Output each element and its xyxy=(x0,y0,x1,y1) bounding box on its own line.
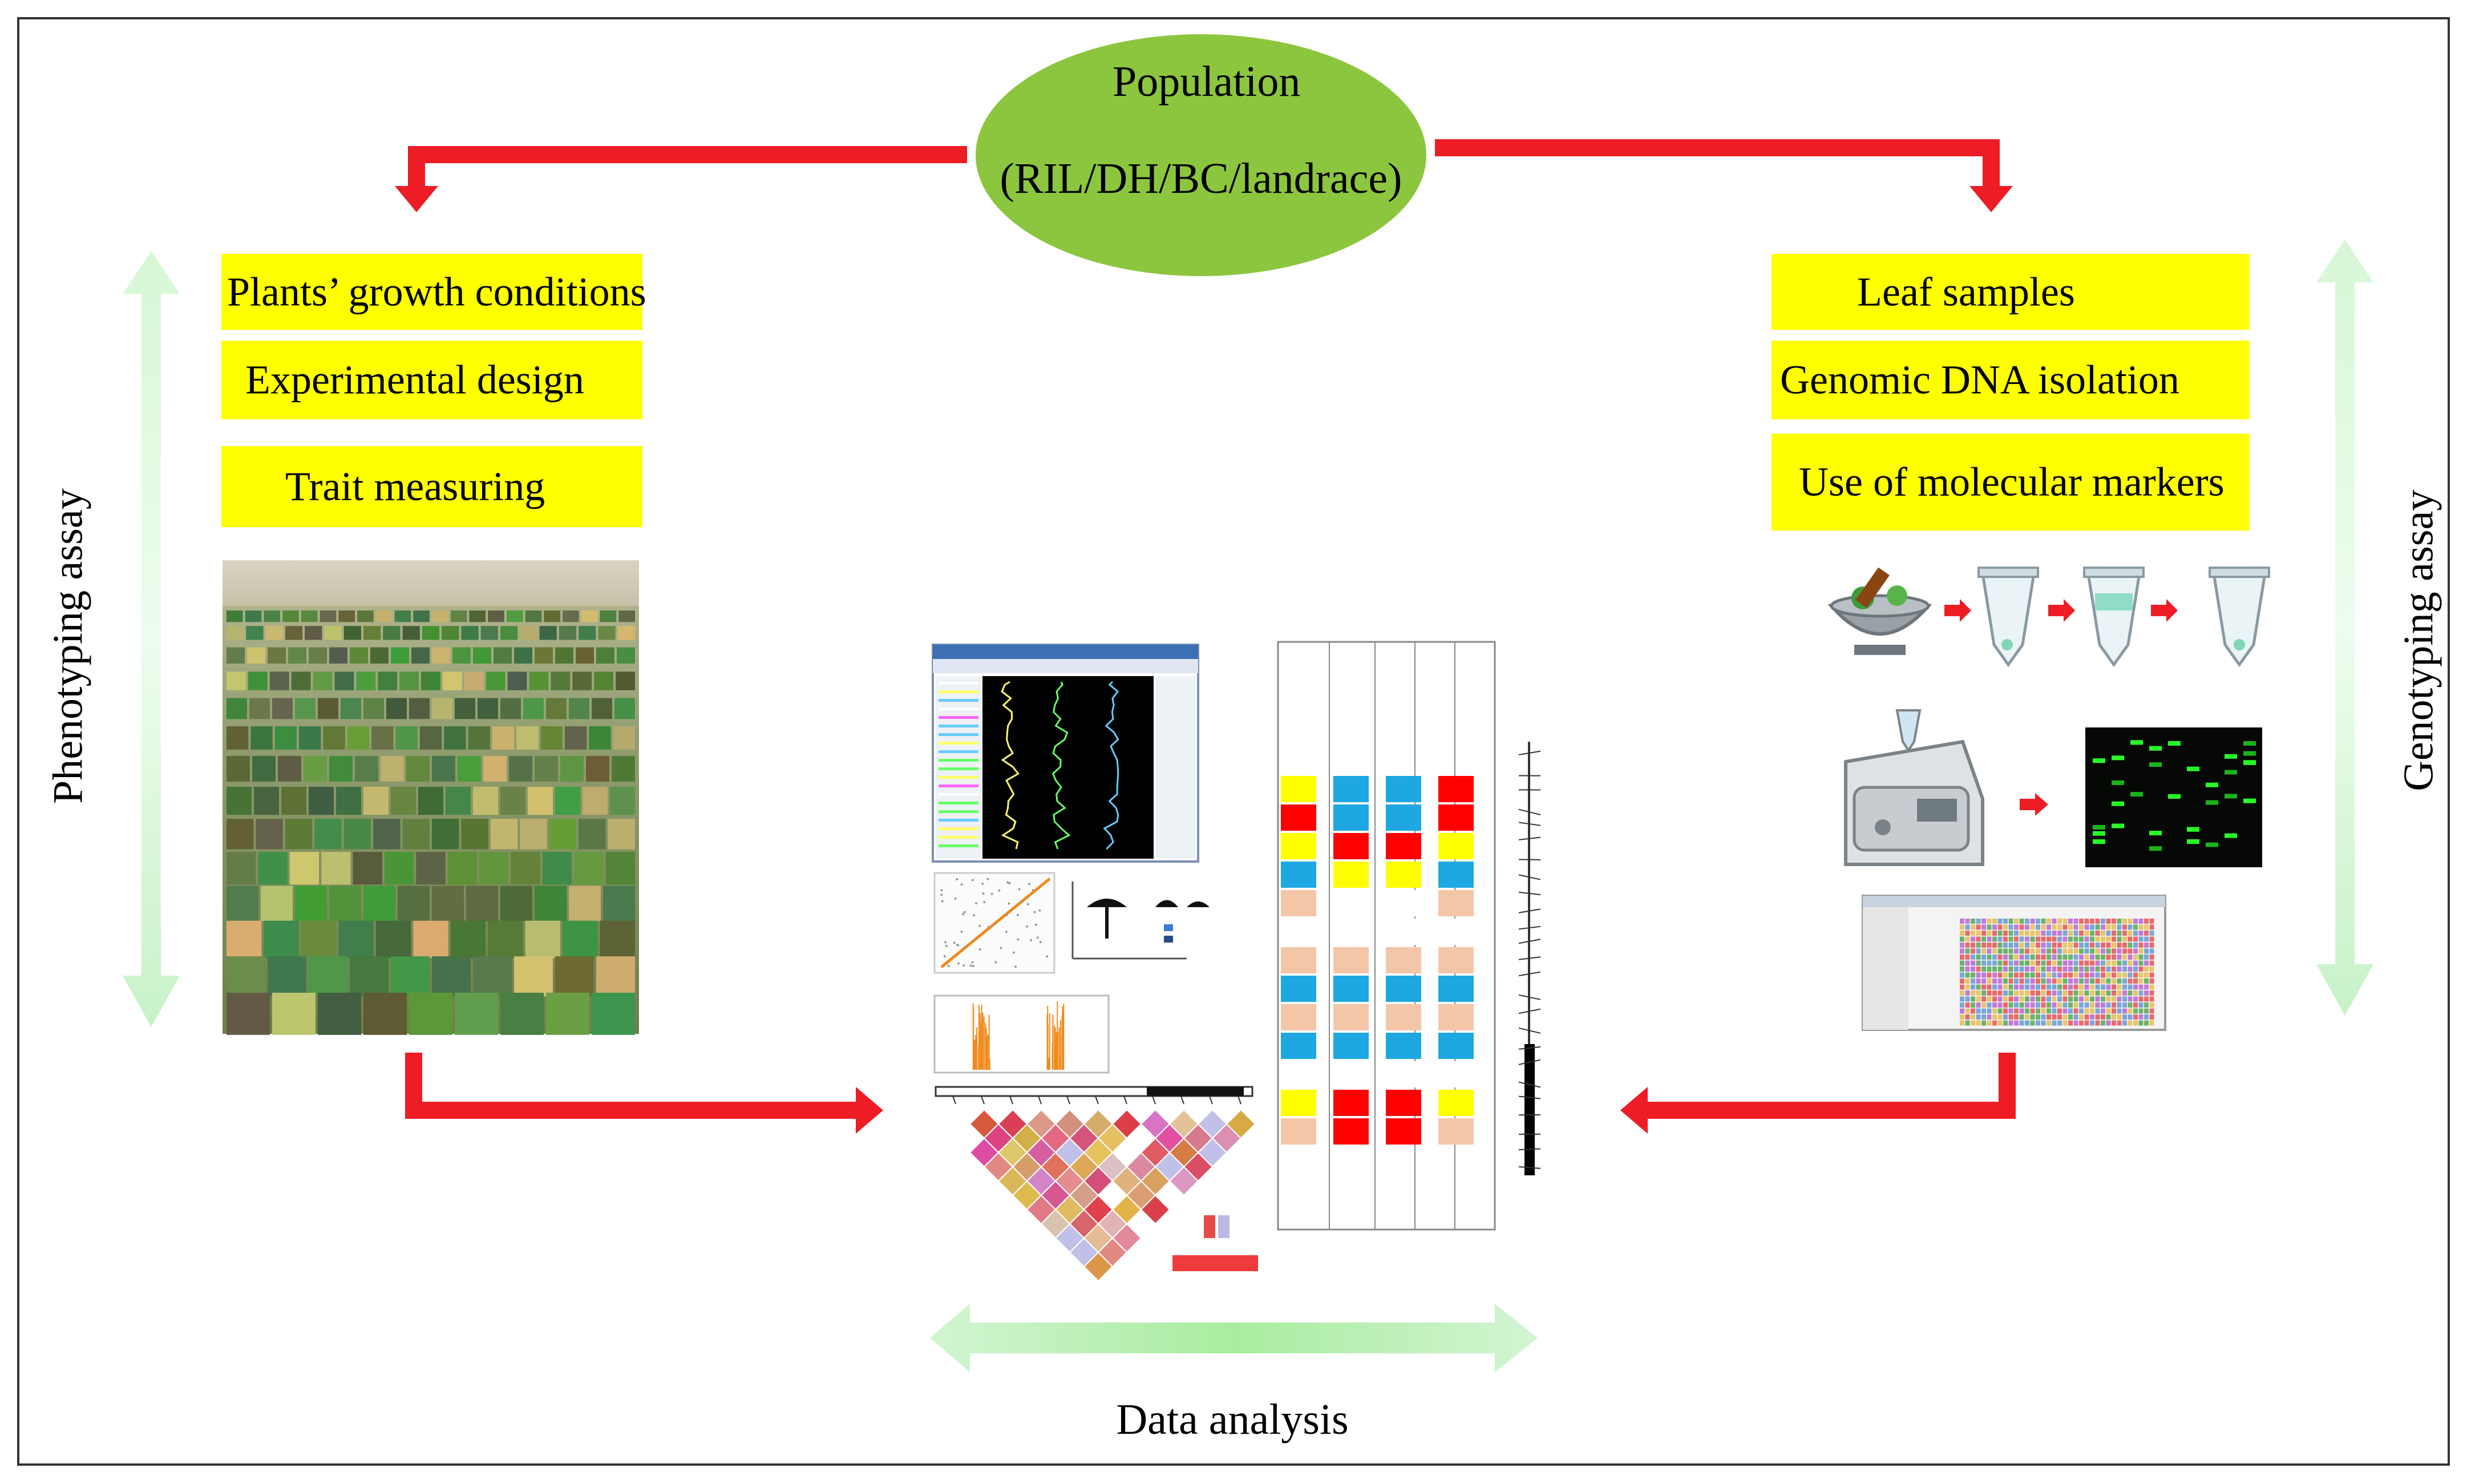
arrow-population-to-genotyping xyxy=(1435,139,2013,212)
genotyping-step-2-label: Genomic DNA isolation xyxy=(1780,357,2179,403)
genotyping-step-3-label: Use of molecular markers xyxy=(1799,459,2225,505)
pcr-machine-illustration xyxy=(1844,709,2048,866)
analysis-software-screenshot xyxy=(932,644,1199,863)
outer-frame xyxy=(17,17,2450,1466)
arrow-genotyping-to-analysis xyxy=(1620,1053,2016,1134)
data-analysis-label: Data analysis xyxy=(1116,1396,1349,1443)
phenotyping-double-arrow xyxy=(123,251,180,1027)
phenotyping-assay-label: Phenotyping assay xyxy=(45,488,92,804)
phenotyping-step-3: Trait measuring xyxy=(221,446,642,527)
phenotyping-step-2-label: Experimental design xyxy=(245,357,584,403)
arrow-phenotyping-to-analysis xyxy=(405,1053,883,1134)
marker-table xyxy=(1277,641,1496,1231)
ld-heatmap xyxy=(935,1086,1258,1282)
phenotyping-step-3-label: Trait measuring xyxy=(285,463,545,510)
genotyping-assay-label: Genotyping assay xyxy=(2395,490,2442,791)
analysis-double-arrow xyxy=(930,1304,1538,1372)
population-title: Population xyxy=(1113,58,1301,106)
structure-plot xyxy=(1071,881,1210,960)
field-trial-photo xyxy=(223,560,639,1035)
genotyping-double-arrow xyxy=(2316,240,2373,1016)
genotyping-step-1-label: Leaf samples xyxy=(1857,269,2075,314)
genotype-software-screenshot xyxy=(1862,895,2166,1031)
genotyping-step-2: Genomic DNA isolation xyxy=(1772,341,2250,419)
genotyping-step-1: Leaf samples xyxy=(1772,254,2250,330)
phenotyping-step-1-label: Plants’ growth conditions xyxy=(227,269,646,314)
phenotyping-step-2: Experimental design xyxy=(221,341,642,419)
arrow-population-to-phenotyping xyxy=(395,146,967,212)
population-ellipse xyxy=(976,34,1426,276)
genotyping-step-3: Use of molecular markers xyxy=(1772,434,2250,531)
phenotyping-step-1: Plants’ growth conditions xyxy=(221,254,646,330)
population-subtitle: (RIL/DH/BC/landrace) xyxy=(1000,155,1402,203)
dna-extraction-illustration xyxy=(1827,567,2270,668)
manhattan-plot xyxy=(933,994,1110,1074)
gel-electrophoresis-image xyxy=(2085,727,2262,867)
linkage-map xyxy=(1512,642,1546,1230)
correlation-plot xyxy=(933,872,1055,974)
